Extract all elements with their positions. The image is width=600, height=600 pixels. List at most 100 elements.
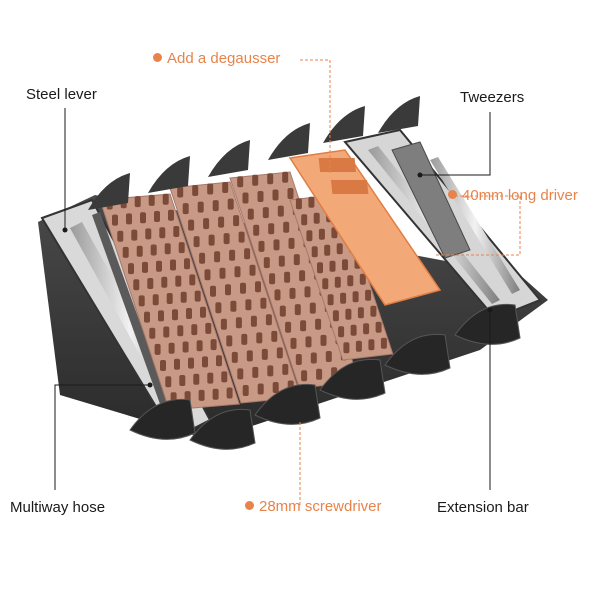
screwdriver-bit: [220, 318, 227, 330]
screwdriver-bit: [317, 262, 323, 274]
screwdriver-bit: [320, 334, 327, 346]
screwdriver-bit: [229, 249, 236, 261]
screwdriver-bit: [193, 373, 200, 385]
screwdriver-bit: [306, 230, 313, 242]
screwdriver-bit: [222, 182, 229, 193]
screwdriver-bit: [223, 233, 230, 245]
callout-dot: [487, 307, 493, 313]
screwdriver-bit: [342, 259, 348, 271]
screwdriver-bit: [318, 228, 325, 240]
multiway-hose: [92, 212, 168, 404]
screwdriver-bit: [165, 376, 172, 388]
screwdriver-bit: [182, 341, 189, 353]
top-cap: [88, 173, 130, 210]
screwdriver-bit: [295, 198, 302, 210]
screwdriver-bit: [309, 302, 316, 314]
screwdriver-bit: [168, 209, 174, 221]
screwdriver-bit: [154, 211, 160, 222]
screwdriver-bit: [347, 275, 354, 287]
screwdriver-bit: [218, 216, 225, 228]
front-cover: [129, 398, 196, 440]
screwdriver-bit: [249, 264, 256, 276]
screwdriver-bit: [284, 271, 291, 283]
label-long-driver: 40mm long driver: [448, 187, 578, 205]
long-driver-handle: [391, 141, 471, 259]
front-cover: [384, 333, 451, 375]
screwdriver-bit: [237, 368, 244, 380]
screwdriver-bit: [230, 300, 237, 312]
top-cap: [268, 123, 310, 160]
screwdriver-bit: [278, 255, 285, 267]
screwdriver-bit: [295, 354, 302, 365]
screwdriver-bit: [147, 278, 154, 289]
screwdriver-bit: [267, 173, 274, 185]
callout-line-multiway-hose: [54, 384, 150, 490]
screwdriver-bit: [332, 310, 339, 322]
screwdriver-bit: [276, 347, 283, 359]
screwdriver-bit: [207, 372, 214, 384]
screwdriver-bit: [380, 337, 387, 349]
screwdriver-bit: [272, 189, 279, 201]
screwdriver-bit: [277, 205, 284, 217]
screwdriver-bit: [197, 201, 204, 213]
screwdriver-bit: [290, 337, 297, 349]
accent-dot-icon: [448, 190, 457, 199]
screwdriver-bit: [188, 357, 194, 369]
callout-line-long-driver: [435, 195, 521, 256]
screwdriver-bit: [336, 243, 343, 255]
screwdriver-bit: [260, 297, 267, 309]
screwdriver-bit: [370, 305, 377, 317]
screwdriver-bit: [257, 191, 264, 202]
label-long-driver-text: 40mm long driver: [462, 187, 578, 204]
screwdriver-bit: [231, 351, 238, 363]
screwdriver-bit: [257, 383, 264, 395]
screwdriver-bit: [279, 305, 286, 317]
label-screwdriver: 28mm screwdriver: [245, 498, 382, 516]
screwdriver-bit: [112, 214, 118, 226]
screwdriver-bit: [189, 274, 196, 286]
screwdriver-bit: [343, 342, 350, 354]
screwdriver-bit: [180, 291, 187, 303]
front-cover: [189, 408, 256, 450]
screwdriver-bit: [355, 340, 362, 352]
screwdriver-bit: [258, 240, 265, 252]
screwdriver-bit: [272, 382, 279, 393]
screwdriver-bit: [299, 270, 306, 282]
callout-dot: [147, 382, 153, 388]
screwdriver-bit: [285, 321, 292, 333]
front-cover: [454, 303, 521, 345]
screwdriver-bit: [247, 208, 254, 220]
screwdriver-bit: [310, 352, 317, 364]
screwdriver-bit: [308, 196, 315, 208]
screwdriver-bit: [186, 308, 192, 319]
screwdriver-bit: [142, 261, 148, 273]
screwdriver-bit: [357, 307, 364, 319]
screwdriver-bit: [138, 295, 145, 307]
screwdriver-bit: [188, 219, 195, 231]
screwdriver-bit: [204, 269, 211, 281]
screwdriver-bit: [191, 324, 198, 336]
screwdriver-bit: [161, 276, 168, 288]
label-multiway-hose: Multiway hose: [10, 499, 106, 516]
screwdriver-bit: [305, 336, 312, 348]
screwdriver-bit: [145, 228, 152, 240]
screwdriver-bit: [245, 299, 252, 311]
screwdriver-bit: [345, 308, 352, 320]
screwdriver-bit: [242, 385, 249, 396]
screwdriver-bit: [175, 275, 182, 287]
screwdriver-bit: [216, 355, 222, 367]
screwdriver-bit: [238, 231, 245, 243]
screwdriver-bit: [325, 351, 332, 362]
screwdriver-bit: [255, 281, 261, 293]
screwdriver-bit: [267, 365, 274, 377]
screwdriver-bit: [126, 213, 132, 225]
top-cap: [148, 156, 190, 193]
screwdriver-bit: [311, 246, 318, 258]
callout-dot: [62, 227, 68, 233]
screwdriver-bit: [226, 387, 233, 399]
screwdriver-bit: [262, 207, 269, 219]
screwdriver-bit: [154, 343, 161, 355]
screwdriver-bit: [208, 234, 215, 246]
screwdriver-bit: [287, 188, 294, 199]
